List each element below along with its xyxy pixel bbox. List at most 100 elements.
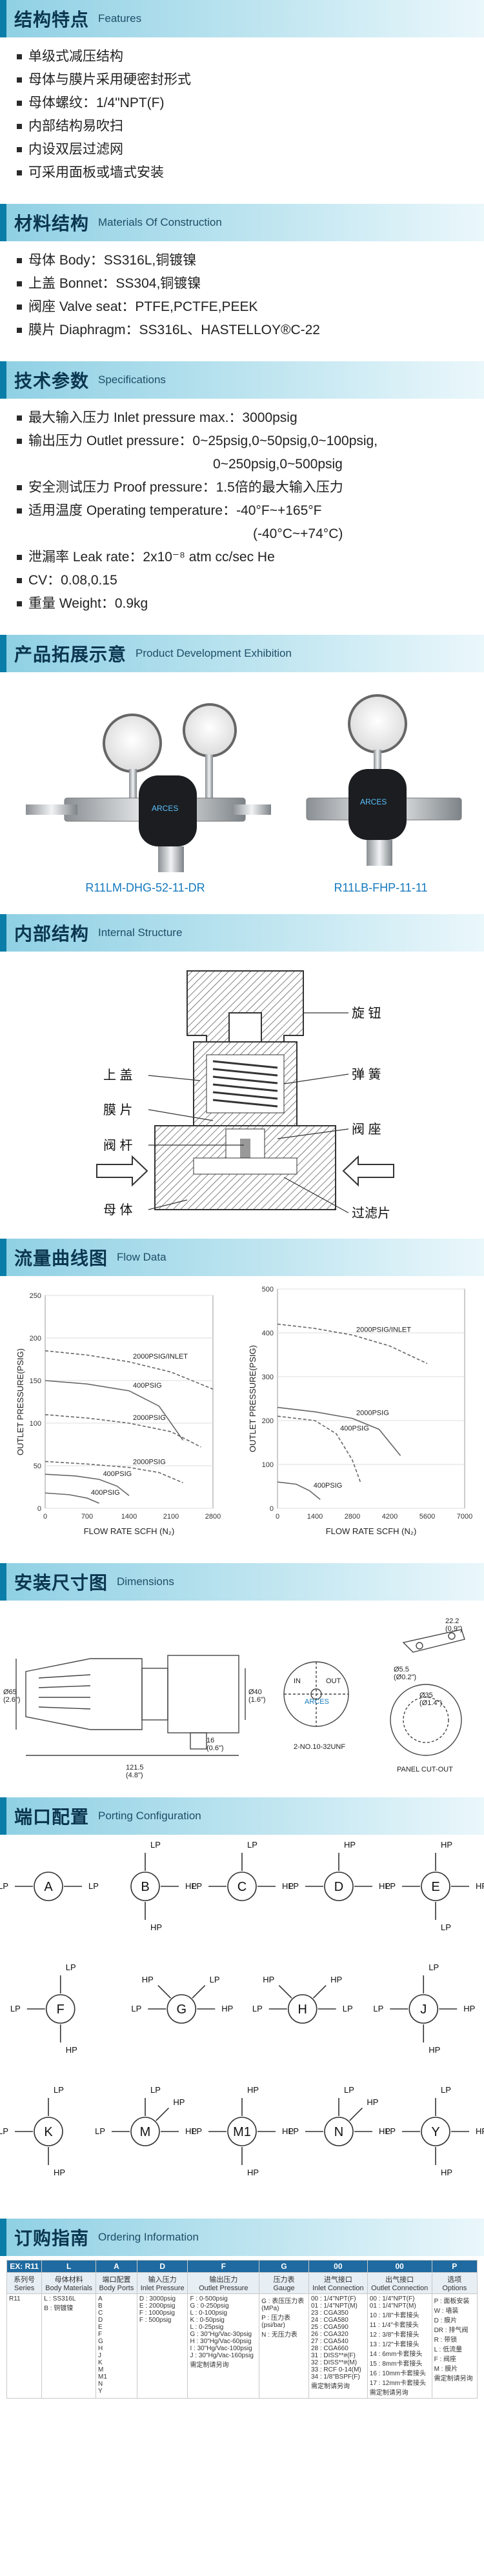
port-type-label: HP xyxy=(476,1881,484,1891)
y-tick-label: 100 xyxy=(30,1420,41,1428)
y-tick-label: 200 xyxy=(30,1335,41,1343)
y-tick-label: 250 xyxy=(30,1292,41,1300)
port-type-label: HP xyxy=(247,2085,259,2095)
port-config-label: Y xyxy=(431,2125,439,2139)
materials-list: 母体 Body：SS316L,铜镀镍 上盖 Bonnet：SS304,铜镀镍 阀… xyxy=(0,241,484,350)
y-axis-label: OUTLET PRESSURE(PSIG) xyxy=(248,1345,257,1452)
spec-outlet: 输出压力 Outlet pressure：0~25psig,0~50psig,0… xyxy=(17,430,484,476)
option-item: DR : 排气阀 xyxy=(434,2327,469,2334)
option-item: 需定制请另询 xyxy=(310,2383,350,2390)
option-item: 10 : 1/8"卡套接头 xyxy=(369,2312,419,2319)
product-left-caption: R11LM-DHG-52-11-DR xyxy=(85,881,205,894)
port-body-icon xyxy=(287,1994,318,2024)
section-features: 结构特点 Features 单级式减压结构 母体与膜片采用硬密封形式 母体螺纹：… xyxy=(0,0,484,192)
label-bonnet: 上 盖 xyxy=(103,1068,133,1083)
series-label: 400PSIG xyxy=(103,1470,132,1478)
port-type-label: LP xyxy=(373,2004,383,2013)
spec-temp-line2: (-40°C~+74°C) xyxy=(253,526,343,541)
section-title-en: Internal Structure xyxy=(98,926,183,939)
series-line xyxy=(277,1415,361,1483)
x-tick-label: 2800 xyxy=(205,1513,221,1521)
section-header-dimensions: 安装尺寸图 Dimensions xyxy=(0,1563,484,1601)
option-item: B : 铜镀镍 xyxy=(44,2305,74,2312)
section-title-en: Specifications xyxy=(98,374,166,386)
port-config-label: B xyxy=(141,1880,149,1894)
option-item: K xyxy=(98,2359,103,2366)
dim-hole1: Ø5.5(Ø0.2") xyxy=(394,1666,416,1681)
spec-leak: 泄漏率 Leak rate：2x10⁻⁸ atm cc/sec He xyxy=(17,546,484,569)
x-tick-label: 5600 xyxy=(419,1513,435,1521)
section-title-cn: 流量曲线图 xyxy=(14,1248,108,1268)
y-tick-label: 500 xyxy=(262,1286,274,1293)
option-item: 13 : 1/2"卡套接头 xyxy=(369,2341,419,2348)
port-type-label: HP xyxy=(379,2126,390,2136)
section-internal: 内部结构 Internal Structure xyxy=(0,914,484,1239)
option-item: B xyxy=(98,2302,103,2310)
option-item: 00 : 1/4"NPT(F) xyxy=(369,2295,415,2302)
option-item: (MPa) xyxy=(261,2305,279,2312)
port-arrow-icon xyxy=(192,1985,206,1999)
port-config-label: A xyxy=(44,1880,53,1894)
port-type-label: HP xyxy=(247,2168,259,2177)
port-config-label: E xyxy=(431,1880,439,1894)
series-line xyxy=(277,1406,401,1456)
x-tick-label: 0 xyxy=(276,1513,279,1521)
y-tick-label: 50 xyxy=(34,1463,41,1470)
flow-out-arrow-icon xyxy=(342,1155,394,1187)
section-title-cn: 结构特点 xyxy=(14,10,90,30)
option-item: 01 : 1/4"NPT(M) xyxy=(310,2302,358,2310)
plot-area xyxy=(277,1288,465,1509)
list-item: 膜片 Diaphragm：SS316L、HASTELLOY®C-22 xyxy=(17,319,484,342)
features-list: 单级式减压结构 母体与膜片采用硬密封形式 母体螺纹：1/4"NPT(F) 内部结… xyxy=(0,37,484,192)
product-right-caption: R11LB-FHP-11-11 xyxy=(334,881,427,894)
list-item: 阀座 Valve seat：PTFE,PCTFE,PEEK xyxy=(17,295,484,319)
table-cell: 00 : 1/4"NPT(F)01 : 1/4"NPT(M)10 : 1/8"卡… xyxy=(367,2293,432,2399)
port-config-label: D xyxy=(334,1880,343,1894)
y-tick-label: 400 xyxy=(262,1330,274,1337)
option-item: D xyxy=(98,2317,103,2324)
internal-structure-diagram: 旋 钮 上 盖 弹 簧 膜 片 阀 座 阀 杆 母 体 过滤片 xyxy=(96,970,394,1221)
section-title-cn: 订购指南 xyxy=(14,2228,90,2248)
section-title-en: Ordering Information xyxy=(98,2231,199,2243)
dim-in-label: IN xyxy=(294,1677,301,1685)
port-type-label: LP xyxy=(131,2004,141,2013)
dim-panel-cutout: PANEL CUT-OUT xyxy=(397,1766,453,1773)
brand-logo-text: ARCES xyxy=(305,1698,329,1706)
section-title-cn: 产品拓展示意 xyxy=(14,644,127,664)
label-stem: 阀 杆 xyxy=(103,1138,133,1153)
option-item: H : 30"Hg/Vac-60psig xyxy=(190,2338,252,2345)
dim-top: 22.2(0.9") xyxy=(445,1617,463,1633)
option-item: E : 2000psig xyxy=(139,2302,176,2310)
option-item: J xyxy=(98,2352,102,2359)
port-config-label: H xyxy=(298,2002,307,2017)
table-cell: R11 xyxy=(6,2293,43,2399)
section-header-products: 产品拓展示意 Product Development Exhibition xyxy=(0,635,484,672)
port-type-label: LP xyxy=(192,1881,202,1891)
specs-list: 最大输入压力 Inlet pressure max.：3000psig 输出压力… xyxy=(0,399,484,623)
option-item: G xyxy=(98,2338,103,2345)
y-tick-label: 0 xyxy=(37,1505,41,1513)
series-line xyxy=(45,1350,214,1390)
port-body-icon xyxy=(421,1872,450,1901)
option-item: 24 : CGA580 xyxy=(310,2317,348,2324)
label-filter: 过滤片 xyxy=(352,1206,390,1221)
series-label: 400PSIG xyxy=(91,1489,120,1497)
gauge-icon xyxy=(348,694,407,754)
option-item: G : 表压压力表 xyxy=(261,2298,305,2305)
brand-logo-text: ARCES xyxy=(360,797,387,806)
option-item: 需定制请另询 xyxy=(369,2390,408,2397)
port-config-label: C xyxy=(237,1880,247,1894)
series-label: 400PSIG xyxy=(314,1482,343,1490)
list-item: 母体 Body：SS316L,铜镀镍 xyxy=(17,249,484,272)
option-item: (psi/bar) xyxy=(261,2322,285,2329)
port-arrow-icon xyxy=(157,1985,172,1999)
